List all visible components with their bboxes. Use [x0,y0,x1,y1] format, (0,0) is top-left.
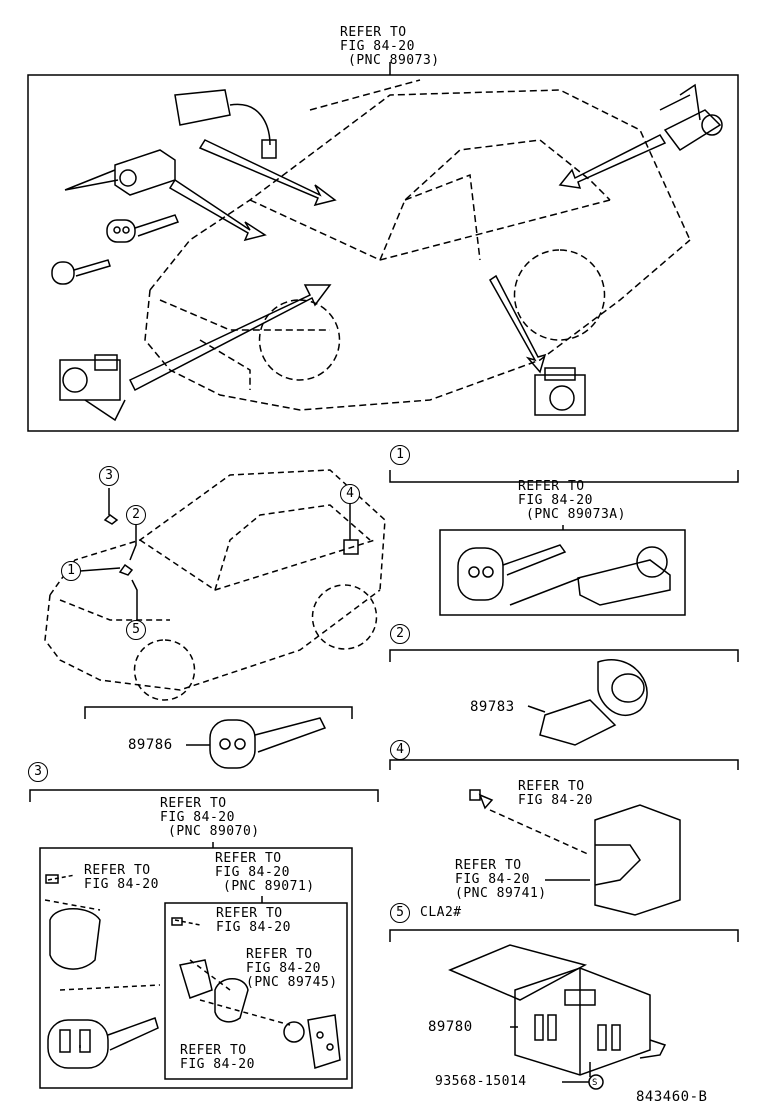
section3-screw-ref: REFER TO FIG 84-20 [84,864,159,892]
sec3-battery-line1: REFER TO [246,947,313,962]
figure-id: 843460-B [636,1089,708,1105]
header-ref: REFER TO FIG 84-20 (PNC 89073) [340,26,440,68]
section3-inner-ref: REFER TO FIG 84-20 (PNC 89071) [215,852,315,894]
section1-ref: REFER TO FIG 84-20 (PNC 89073A) [518,480,626,522]
section3-bottom-ref: REFER TO FIG 84-20 [180,1044,255,1072]
top-key [106,214,180,243]
sec3-bottom-line1: REFER TO [180,1043,247,1058]
top-mirror-sensor [174,89,277,159]
sec3-outer-line3: (PNC 89070) [168,824,260,839]
section1-number: 1 [390,445,410,465]
sec4-bracket [389,759,739,770]
top-receiver [534,367,586,416]
sec3-inner-line2: FIG 84-20 [215,865,290,880]
sec3-inner-line3: (PNC 89071) [223,879,315,894]
sec3-screw-line1: REFER TO [84,863,151,878]
header-ref-line2: FIG 84-20 [340,39,415,54]
sec4-bolt-line1: REFER TO [518,779,585,794]
header-ref-line1: REFER TO [340,25,407,40]
sec5-bracket [389,929,739,942]
callout-5: 5 [126,620,146,640]
section4-unit-ref: REFER TO FIG 84-20 (PNC 89741) [455,859,547,901]
top-ignition-cylinder [64,149,176,196]
section3-number: 3 [28,762,48,782]
top-frame [27,74,739,432]
header-ref-line3: (PNC 89073) [348,53,440,68]
sec1-bracket [389,470,739,483]
sec2-part [527,659,648,746]
sec1-frame [439,529,686,616]
sec1-key [457,544,567,601]
sec3-screw-line2: FIG 84-20 [84,877,159,892]
section4-bolt-ref: REFER TO FIG 84-20 [518,780,593,808]
section5-number: 5 [390,903,410,923]
sec4-bolt-line2: FIG 84-20 [518,793,593,808]
callout-2: 2 [126,505,146,525]
sec3-innerscrew-line1: REFER TO [216,906,283,921]
sec3-bottom-line2: FIG 84-20 [180,1057,255,1072]
callout-3: 3 [99,466,119,486]
sec3-battery-line2: FIG 84-20 [246,961,321,976]
part-89786: 89786 [128,737,173,753]
sec2-bracket [389,649,739,662]
sec3-innerscrew-line2: FIG 84-20 [216,920,291,935]
part-89783: 89783 [470,699,515,715]
sec3-parts [44,874,341,1069]
callout-1: 1 [61,561,81,581]
mid-leaders [79,488,359,620]
section1-ref-line2: FIG 84-20 [518,493,593,508]
top-arrows [128,134,667,392]
sec5-parts [448,944,667,1090]
top-key-2 [51,259,111,285]
part-89780: 89780 [428,1019,473,1035]
section4-number: 4 [390,740,410,760]
callout-4: 4 [340,484,360,504]
sec3-inner-frame [164,902,348,1080]
top-vehicle [144,79,691,411]
key-bracket [84,706,353,719]
sec3-inner-line1: REFER TO [215,851,282,866]
top-steering-lock [59,354,126,422]
section3-inner-screw-ref: REFER TO FIG 84-20 [216,907,291,935]
sec4-parts [469,789,681,916]
sec4-unit-line2: FIG 84-20 [455,872,530,887]
screw-symbol: S [592,1078,598,1088]
mid-vehicle [44,469,386,701]
sec4-unit-line1: REFER TO [455,858,522,873]
top-door-lock [659,83,723,152]
sec3-outer-line2: FIG 84-20 [160,810,235,825]
section1-ref-line3: (PNC 89073A) [526,507,626,522]
section5-code: CLA2# [420,905,462,920]
sec3-bracket [29,789,379,802]
part-93568-15014: 93568-15014 [435,1074,527,1089]
section1-ref-line1: REFER TO [518,479,585,494]
key-89786-drawing [186,717,327,769]
sec3-frame [39,847,353,1089]
sec1-cylinder [509,546,671,606]
sec4-unit-line3: (PNC 89741) [455,886,547,901]
sec3-outer-line1: REFER TO [160,796,227,811]
section2-number: 2 [390,624,410,644]
section3-battery-ref: REFER TO FIG 84-20 (PNC 89745) [246,948,338,990]
section3-outer-ref: REFER TO FIG 84-20 (PNC 89070) [160,797,260,839]
sec3-battery-line3: (PNC 89745) [246,975,338,990]
